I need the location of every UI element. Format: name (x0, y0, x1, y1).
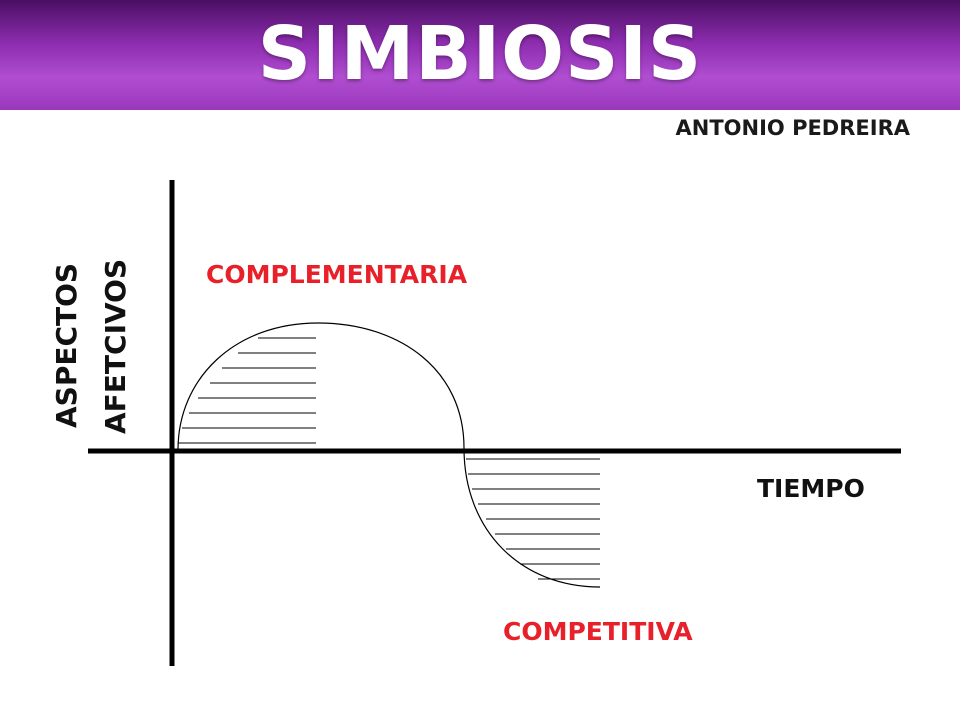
y-axis-label-line1: ASPECTOS (50, 263, 83, 428)
title-banner (0, 0, 960, 110)
lower-hatching (466, 458, 600, 580)
upper-region-label: COMPLEMENTARIA (206, 260, 468, 289)
lower-region-label: COMPETITIVA (503, 617, 693, 646)
upper-hatching (178, 337, 316, 444)
slide-title: SIMBIOSIS (257, 11, 703, 97)
relationship-curve (177, 322, 601, 588)
author-name: ANTONIO PEDREIRA (675, 116, 910, 140)
x-axis-label: TIEMPO (757, 474, 865, 503)
y-axis-label-line2: AFETCIVOS (99, 259, 132, 434)
